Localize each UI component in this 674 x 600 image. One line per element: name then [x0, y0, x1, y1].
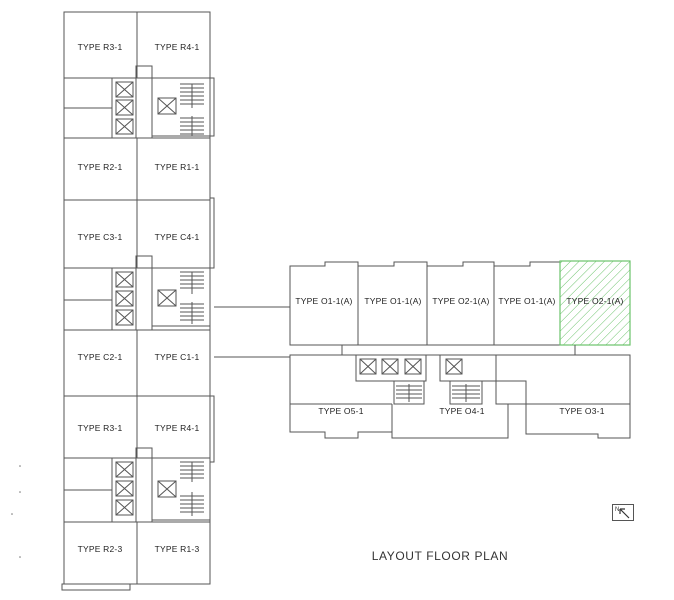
unit-o2-1a-highlighted	[559, 260, 631, 346]
label-r2-3: TYPE R2-3	[77, 544, 123, 554]
label-o1-1a-3: TYPE O1-1(A)	[498, 296, 556, 306]
scan-marks	[11, 465, 21, 558]
unit-r1-3	[136, 521, 211, 585]
plan-title: LAYOUT FLOOR PLAN	[371, 549, 509, 563]
label-c1-1: TYPE C1-1	[154, 352, 200, 362]
unit-c1-1	[136, 329, 211, 397]
label-o2-1a-1: TYPE O2-1(A)	[432, 296, 490, 306]
label-c3-1: TYPE C3-1	[77, 232, 123, 242]
core-1	[111, 65, 211, 139]
bridge-lines	[214, 306, 290, 358]
label-r2-1: TYPE R2-1	[77, 162, 123, 172]
label-o1-1a-2: TYPE O1-1(A)	[364, 296, 422, 306]
tower-outline	[61, 11, 215, 591]
label-c4-1: TYPE C4-1	[154, 232, 200, 242]
label-r3-1-bottom: TYPE R3-1	[77, 423, 123, 433]
office-core	[355, 354, 527, 405]
label-o2-1a-2: TYPE O2-1(A)	[566, 296, 624, 306]
label-o4-1: TYPE O4-1	[439, 406, 485, 416]
label-r4-1-bottom: TYPE R4-1	[154, 423, 200, 433]
north-letter: N	[615, 507, 619, 513]
core-3	[111, 447, 211, 523]
label-r3-1-top: TYPE R3-1	[77, 42, 123, 52]
label-r1-3: TYPE R1-3	[154, 544, 200, 554]
core-2	[111, 255, 211, 331]
north-arrow-icon: N	[612, 504, 634, 521]
label-c2-1: TYPE C2-1	[77, 352, 123, 362]
label-r1-1: TYPE R1-1	[154, 162, 200, 172]
unit-c2-1	[63, 329, 138, 397]
label-r4-1-top: TYPE R4-1	[154, 42, 200, 52]
label-o5-1: TYPE O5-1	[318, 406, 364, 416]
office-lower-row	[289, 354, 631, 439]
label-o1-1a-1: TYPE O1-1(A)	[295, 296, 353, 306]
label-o3-1: TYPE O3-1	[559, 406, 605, 416]
